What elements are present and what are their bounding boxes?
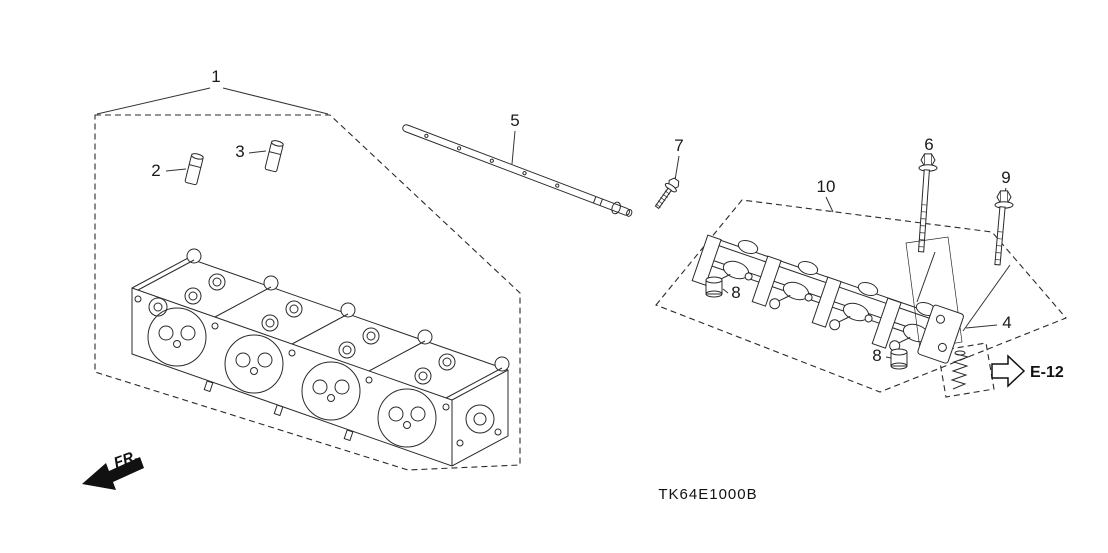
- part-label-8b: 8: [872, 346, 881, 365]
- part-label-4: 4: [1002, 313, 1011, 332]
- part-label-1: 1: [211, 67, 220, 86]
- part-label-8a: 8: [731, 283, 740, 302]
- cylinder-head-drawing: [131, 248, 510, 467]
- valve-guide-part-2: [184, 153, 204, 186]
- part-label-6: 6: [924, 135, 933, 154]
- flange-bolt-part-9: [994, 190, 1014, 266]
- leader-lines: [96, 87, 1011, 359]
- e12-spring: [950, 350, 970, 390]
- e12-reference-label: E-12: [1030, 364, 1064, 381]
- diagram-code: TK64E1000B: [658, 486, 757, 503]
- part-label-5: 5: [510, 111, 519, 130]
- e12-arrow-icon: [991, 354, 1026, 388]
- stud-bolt-part-7: [654, 177, 680, 210]
- pivot-part-8a: [705, 276, 723, 298]
- valve-guide-part-3: [264, 140, 284, 173]
- part-label-7: 7: [674, 136, 683, 155]
- pivot-part-8b: [890, 348, 908, 370]
- rocker-shaft-part-5: [402, 124, 633, 217]
- part-label-10: 10: [817, 177, 836, 196]
- bracket-part-4: [917, 304, 964, 364]
- flange-bolt-part-6: [917, 153, 938, 253]
- part-label-3: 3: [235, 142, 244, 161]
- fr-arrow-icon: [82, 457, 144, 490]
- part-label-9: 9: [1001, 168, 1010, 187]
- e12-boundary-box: [937, 342, 995, 398]
- rocker-boundary-box: [655, 199, 1067, 393]
- head-boundary-box: [94, 114, 521, 471]
- part-label-2: 2: [151, 161, 160, 180]
